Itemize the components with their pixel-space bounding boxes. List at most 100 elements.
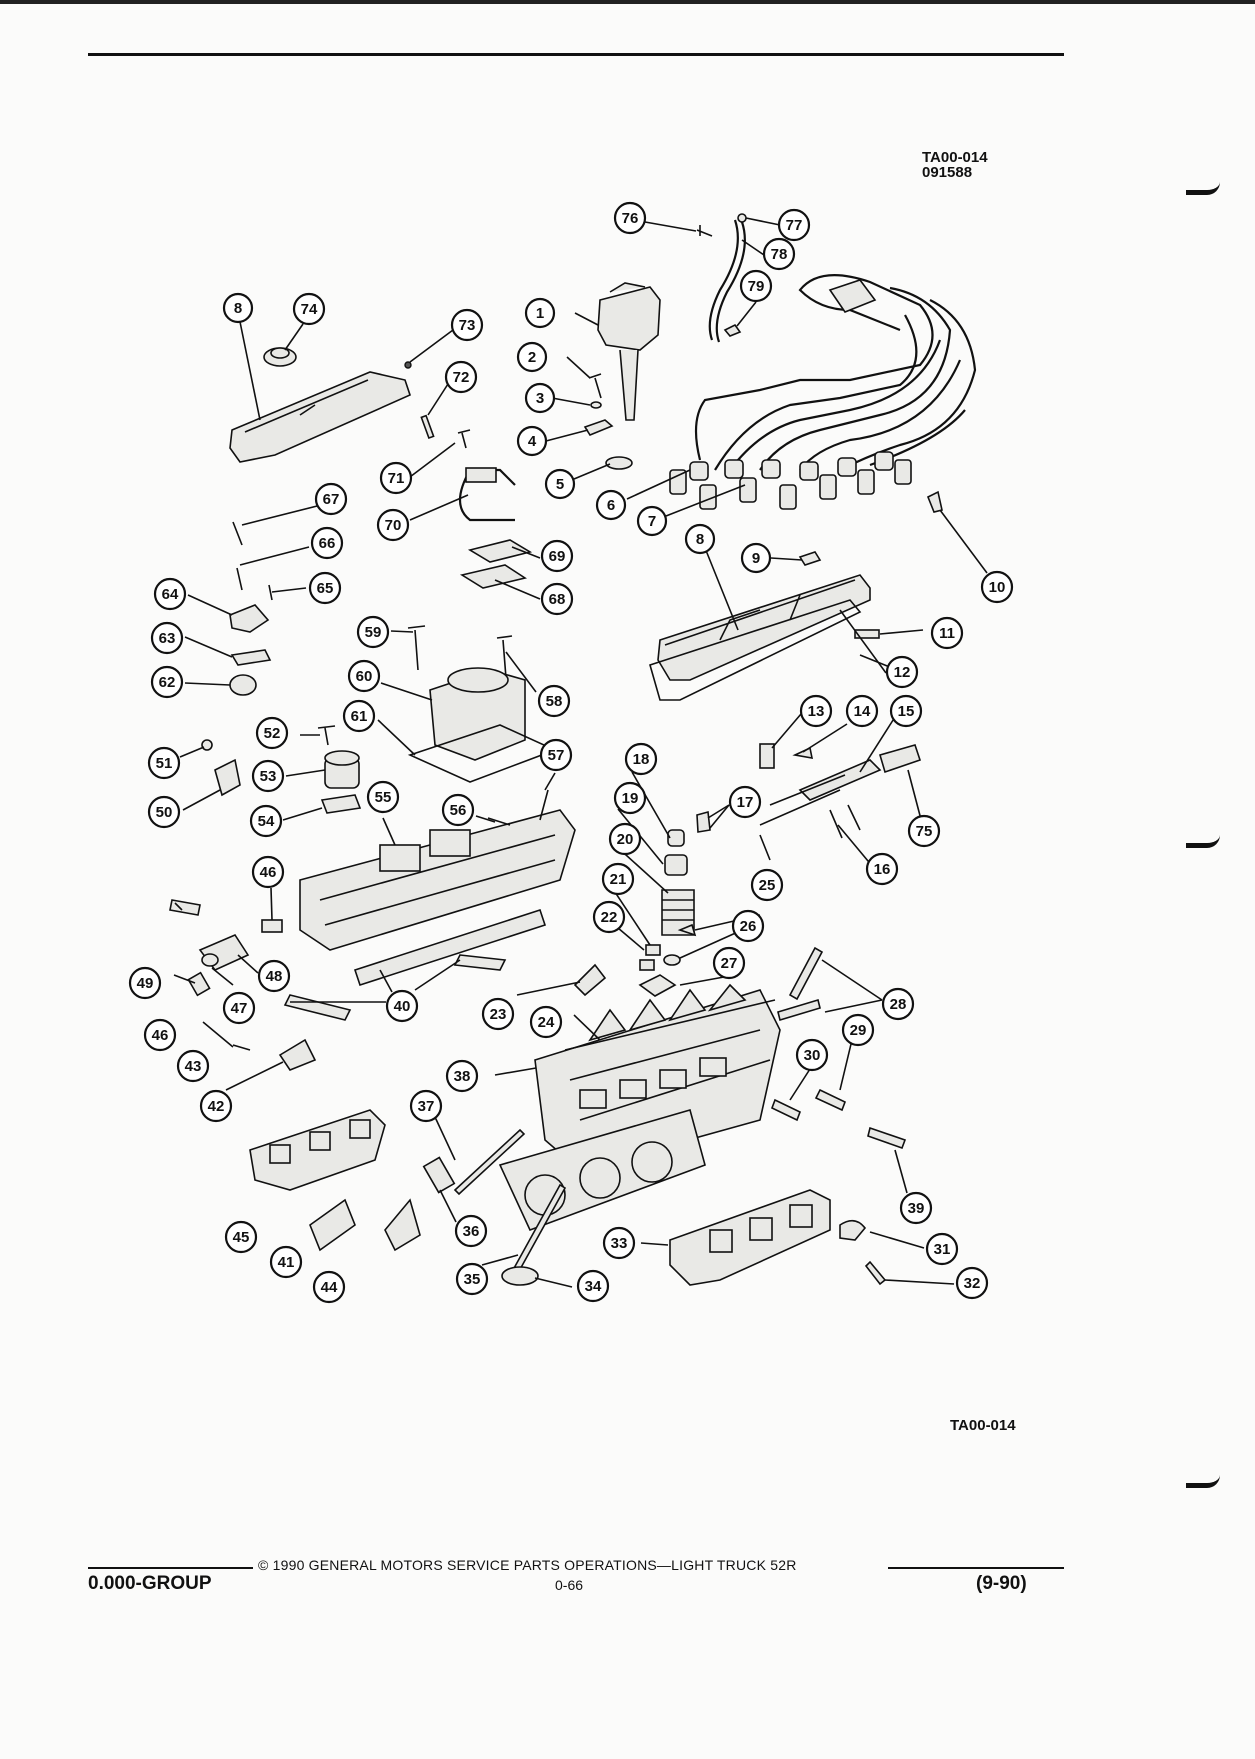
callout-55-label: 55 [375, 789, 392, 806]
callout-13-label: 13 [808, 703, 825, 720]
callout-17-label: 17 [737, 794, 754, 811]
callout-74-label: 74 [301, 301, 318, 318]
callout-62-label: 62 [159, 674, 176, 691]
callout-66-label: 66 [319, 535, 336, 552]
callout-40-label: 40 [394, 998, 411, 1015]
callout-43: 43 [176, 1049, 210, 1083]
callout-45: 45 [224, 1220, 258, 1254]
callout-70-label: 70 [385, 517, 402, 534]
callout-69-label: 69 [549, 548, 566, 565]
callout-46-upper-label: 46 [260, 864, 277, 881]
callout-2-label: 2 [528, 349, 536, 366]
callout-68-label: 68 [549, 591, 566, 608]
callout-22-label: 22 [601, 909, 618, 926]
callout-77-label: 77 [786, 217, 803, 234]
callout-35: 35 [455, 1262, 489, 1296]
callout-16: 16 [865, 852, 899, 886]
callout-14: 14 [845, 694, 879, 728]
callout-8-left-label: 8 [234, 300, 242, 317]
callout-73-label: 73 [459, 317, 476, 334]
callout-4: 4 [516, 425, 548, 457]
callout-13: 13 [799, 694, 833, 728]
callout-57-label: 57 [548, 747, 565, 764]
callout-23: 23 [481, 997, 515, 1031]
callout-2: 2 [516, 341, 548, 373]
callout-18-label: 18 [633, 751, 650, 768]
callout-7-label: 7 [648, 513, 656, 530]
callout-14-label: 14 [854, 703, 871, 720]
callout-69: 69 [540, 539, 574, 573]
footer-copyright: © 1990 GENERAL MOTORS SERVICE PARTS OPER… [258, 1557, 797, 1573]
callout-31: 31 [925, 1232, 959, 1266]
callout-31-label: 31 [934, 1241, 951, 1258]
footer-rule-left [88, 1567, 253, 1569]
callout-64-label: 64 [162, 586, 179, 603]
callout-21: 21 [601, 862, 635, 896]
callout-61-label: 61 [351, 708, 368, 725]
callout-29: 29 [841, 1013, 875, 1047]
callout-17: 17 [728, 785, 762, 819]
callout-50: 50 [147, 795, 181, 829]
callout-21-label: 21 [610, 871, 627, 888]
part-drawings [169, 213, 977, 1286]
callout-78-label: 78 [771, 246, 788, 263]
callout-34-label: 34 [585, 1278, 602, 1295]
footer-group: 0.000-GROUP [88, 1573, 212, 1594]
callout-3-label: 3 [536, 390, 544, 407]
callout-49-label: 49 [137, 975, 154, 992]
diagram-ref-bottom: TA00-014 [950, 1417, 1016, 1434]
callout-16-label: 16 [874, 861, 891, 878]
callout-44: 44 [312, 1270, 346, 1304]
callout-55: 55 [366, 780, 400, 814]
callout-39: 39 [899, 1191, 933, 1225]
callout-60-label: 60 [356, 668, 373, 685]
callout-46-upper: 46 [251, 855, 285, 889]
callout-73: 73 [450, 308, 484, 342]
margin-mark-icon [1186, 1475, 1220, 1488]
callout-49: 49 [128, 966, 162, 1000]
callout-57: 57 [539, 738, 573, 772]
callout-51: 51 [147, 746, 181, 780]
callout-65-label: 65 [317, 580, 334, 597]
callout-75-label: 75 [916, 823, 933, 840]
callout-61: 61 [342, 699, 376, 733]
callout-40: 40 [385, 989, 419, 1023]
callout-15: 15 [889, 694, 923, 728]
callout-63-label: 63 [159, 630, 176, 647]
margin-mark-icon [1186, 182, 1220, 195]
callout-53: 53 [251, 759, 285, 793]
callout-65: 65 [308, 571, 342, 605]
callout-48-label: 48 [266, 968, 283, 985]
callout-59: 59 [356, 615, 390, 649]
callout-52: 52 [255, 716, 289, 750]
callout-12-label: 12 [894, 664, 911, 681]
callout-11-label: 11 [939, 625, 955, 642]
callout-39-label: 39 [908, 1200, 925, 1217]
callout-1-label: 1 [536, 305, 544, 322]
callout-47: 47 [222, 991, 256, 1025]
leader-lines [173, 217, 988, 1288]
callouts: 1 2 3 4 5 6 7 8 8 9 10 11 12 13 14 15 16… [128, 201, 1014, 1304]
callout-58: 58 [537, 684, 571, 718]
callout-35-label: 35 [464, 1271, 481, 1288]
callout-32: 32 [955, 1266, 989, 1300]
callout-76-label: 76 [622, 210, 639, 227]
callout-27: 27 [712, 946, 746, 980]
callout-7: 7 [636, 505, 668, 537]
callout-72-label: 72 [453, 369, 470, 386]
callout-44-label: 44 [321, 1279, 338, 1296]
callout-42: 42 [199, 1089, 233, 1123]
callout-5-label: 5 [556, 476, 564, 493]
callout-38-label: 38 [454, 1068, 471, 1085]
callout-59-label: 59 [365, 624, 382, 641]
callout-64: 64 [153, 577, 187, 611]
callout-62: 62 [150, 665, 184, 699]
callout-53-label: 53 [260, 768, 277, 785]
footer-date: (9-90) [976, 1573, 1027, 1594]
callout-19: 19 [613, 781, 647, 815]
callout-30-label: 30 [804, 1047, 821, 1064]
header-rule [88, 53, 1064, 56]
callout-51-label: 51 [156, 755, 173, 772]
callout-42-label: 42 [208, 1098, 225, 1115]
